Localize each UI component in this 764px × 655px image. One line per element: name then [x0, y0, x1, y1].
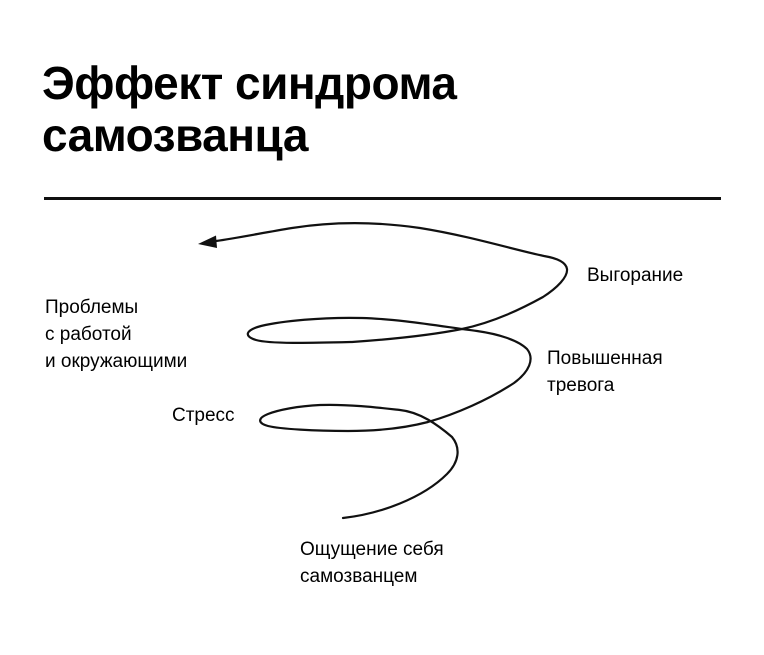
page-title: Эффект синдрома самозванца: [42, 57, 457, 161]
label-stress: Стресс: [172, 405, 235, 426]
label-imposter-feeling: Ощущение себя самозванцем: [300, 539, 444, 587]
title-divider: [44, 197, 721, 200]
label-work-problems: Проблемы с работой и окружающими: [45, 297, 188, 372]
label-burnout: Выгорание: [587, 265, 684, 286]
arrow-head-icon: [198, 235, 217, 248]
label-anxiety: Повышенная тревога: [547, 348, 663, 396]
spiral-path: [214, 222, 569, 520]
